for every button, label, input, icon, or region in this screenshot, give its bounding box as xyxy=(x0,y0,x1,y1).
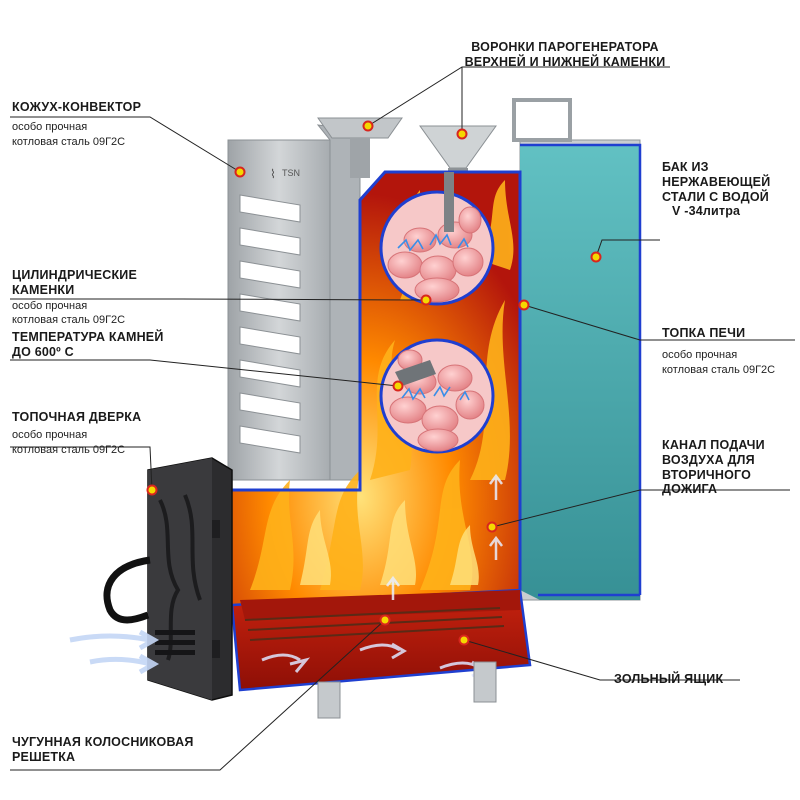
cast-iron-grate xyxy=(244,607,505,641)
label-casing: КОЖУХ-КОНВЕКТОР особо прочная котловая с… xyxy=(12,100,141,149)
label-ash-box-title: ЗОЛЬНЫЙ ЯЩИК xyxy=(614,672,724,686)
leader-lines xyxy=(10,66,795,771)
label-tank-line3: СТАЛИ С ВОДОЙ xyxy=(662,189,769,204)
door-vent-slots xyxy=(155,630,195,655)
marker-tank xyxy=(590,251,602,263)
label-tank-line1: БАК ИЗ xyxy=(662,160,709,174)
label-tank-line2: НЕРЖАВЕЮЩЕЙ xyxy=(662,174,771,189)
marker-grate xyxy=(379,614,391,626)
label-funnels-line1: ВОРОНКИ ПАРОГЕНЕРАТОРА xyxy=(471,40,659,54)
callout-markers xyxy=(146,120,602,646)
steam-splash-icon xyxy=(401,385,470,401)
door-handle xyxy=(103,556,151,624)
label-air-channel-line4: ДОЖИГА xyxy=(662,482,718,497)
marker-ash-box xyxy=(458,634,470,646)
label-grate-line2: РЕШЕТКА xyxy=(12,749,76,764)
label-grate: ЧУГУННАЯ КОЛОСНИКОВАЯ РЕШЕТКА xyxy=(12,735,194,765)
label-firebox-sub1: особо прочная xyxy=(662,348,738,361)
label-grate-line1: ЧУГУННАЯ КОЛОСНИКОВАЯ xyxy=(12,735,194,749)
label-ash-box: ЗОЛЬНЫЙ ЯЩИК xyxy=(614,672,723,687)
steam-splash-icon xyxy=(397,233,469,252)
firebox-door xyxy=(103,457,233,701)
label-casing-sub2: котловая сталь 09Г2С xyxy=(12,135,126,148)
label-tank-volume: V -34литра xyxy=(672,204,741,219)
label-funnels-line2: ВЕРХНЕЙ И НИЖНЕЙ КАМЕНКИ xyxy=(464,54,666,69)
water-tank xyxy=(512,98,642,601)
label-door: ТОПОЧНАЯ ДВЕРКА особо прочная котловая с… xyxy=(12,410,141,457)
label-air-channel: КАНАЛ ПОДАЧИ ВОЗДУХА ДЛЯ ВТОРИЧНОГО ДОЖИ… xyxy=(662,438,765,497)
marker-temperature xyxy=(392,380,404,392)
label-air-channel-line3: ВТОРИЧНОГО xyxy=(662,467,752,482)
label-tank: БАК ИЗ НЕРЖАВЕЮЩЕЙ СТАЛИ С ВОДОЙ V -34ли… xyxy=(662,160,770,219)
label-stones: ЦИЛИНДРИЧЕСКИЕ КАМЕНКИ особо прочная кот… xyxy=(12,268,137,327)
label-temperature-line2: ДО 600º С xyxy=(12,344,74,359)
convector-slots xyxy=(239,194,301,454)
ash-box xyxy=(230,588,532,719)
label-door-sub2: котловая сталь 09Г2С xyxy=(12,443,126,456)
label-casing-sub1: особо прочная xyxy=(12,120,88,133)
label-stones-sub1: особо прочная xyxy=(12,299,88,312)
tank-handle xyxy=(512,98,572,142)
stone-chamber-upper xyxy=(379,172,495,306)
label-temperature-line1: ТЕМПЕРАТУРА КАМНЕЙ xyxy=(12,330,164,344)
label-temperature: ТЕМПЕРАТУРА КАМНЕЙ ДО 600º С xyxy=(12,330,164,360)
secondary-air-arrows xyxy=(386,473,503,600)
label-casing-title: КОЖУХ-КОНВЕКТОР xyxy=(12,100,142,114)
marker-firebox xyxy=(518,299,530,311)
stone-chamber-lower xyxy=(379,338,495,454)
label-firebox-sub2: котловая сталь 09Г2С xyxy=(662,363,776,376)
convector-casing: TSN ⌇ xyxy=(227,124,361,481)
marker-casing xyxy=(234,166,246,178)
marker-funnel-upper xyxy=(362,120,374,132)
label-air-channel-line1: КАНАЛ ПОДАЧИ xyxy=(662,438,765,452)
marker-door xyxy=(146,484,158,496)
label-door-title: ТОПОЧНАЯ ДВЕРКА xyxy=(12,410,142,424)
label-air-channel-line2: ВОЗДУХА ДЛЯ xyxy=(662,452,755,467)
marker-funnel-lower xyxy=(456,128,468,140)
label-stones-sub2: котловая сталь 09Г2С xyxy=(12,314,126,327)
label-stones-line2: КАМЕНКИ xyxy=(12,282,75,297)
intake-air-arrows xyxy=(69,629,160,675)
label-door-sub1: особо прочная xyxy=(12,428,88,441)
marker-air-channel xyxy=(486,521,498,533)
label-stones-line1: ЦИЛИНДРИЧЕСКИЕ xyxy=(12,268,138,282)
label-firebox: ТОПКА ПЕЧИ особо прочная котловая сталь … xyxy=(662,326,775,377)
label-funnels: ВОРОНКИ ПАРОГЕНЕРАТОРА ВЕРХНЕЙ И НИЖНЕЙ … xyxy=(455,40,675,70)
label-firebox-title: ТОПКА ПЕЧИ xyxy=(662,326,746,340)
marker-stones xyxy=(420,294,432,306)
brand-mark: TSN xyxy=(282,168,300,178)
brand-logo-icon: ⌇ xyxy=(270,167,276,181)
